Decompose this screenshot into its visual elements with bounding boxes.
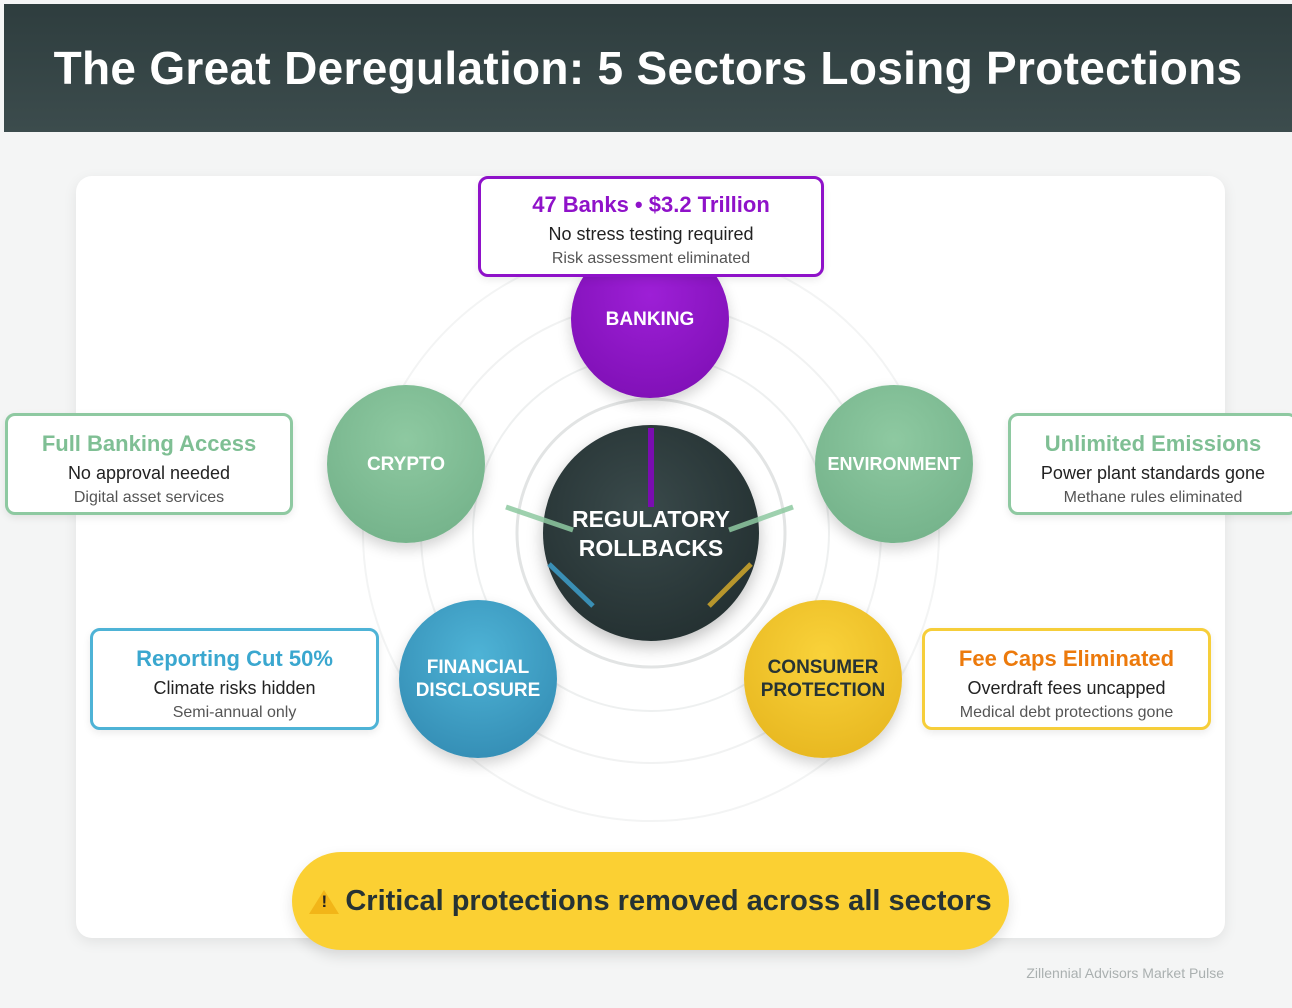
card-financial-line2: Semi-annual only <box>172 704 297 721</box>
sector-financial-label-line1: FINANCIAL <box>426 657 530 678</box>
card-banking: 47 Banks • $3.2 Trillion No stress testi… <box>478 176 824 277</box>
sector-financial-label-line2: DISCLOSURE <box>415 680 541 701</box>
hub-label-line1: REGULATORY <box>571 506 731 532</box>
card-crypto: Full Banking Access No approval needed D… <box>5 413 293 515</box>
hub-label: REGULATORY ROLLBACKS <box>543 505 759 563</box>
sector-crypto: CRYPTO <box>327 385 485 543</box>
card-consumer-protection: Fee Caps Eliminated Overdraft fees uncap… <box>922 628 1211 730</box>
page-title: The Great Deregulation: 5 Sectors Losing… <box>53 42 1243 94</box>
card-consumer-title: Fee Caps Eliminated <box>958 646 1175 671</box>
card-banking-line2: Risk assessment eliminated <box>551 250 751 267</box>
alert-message: Critical protections removed across all … <box>345 884 992 917</box>
sector-consumer-protection: CONSUMER PROTECTION <box>744 600 902 758</box>
card-environment-line2: Methane rules eliminated <box>1063 489 1243 506</box>
warning-icon: ! <box>309 888 340 914</box>
card-crypto-line2: Digital asset services <box>73 489 225 506</box>
card-environment-line1: Power plant standards gone <box>1040 463 1266 483</box>
hub-ring <box>515 397 787 669</box>
hub-label-line2: ROLLBACKS <box>578 535 724 561</box>
card-environment: Unlimited Emissions Power plant standard… <box>1008 413 1292 515</box>
sector-consumer-label-line1: CONSUMER <box>767 657 879 678</box>
header-bar: The Great Deregulation: 5 Sectors Losing… <box>4 4 1292 132</box>
card-banking-title: 47 Banks • $3.2 Trillion <box>532 192 770 217</box>
sector-environment-label: ENVIRONMENT <box>827 453 961 474</box>
card-financial-line1: Climate risks hidden <box>153 678 316 698</box>
card-consumer-line1: Overdraft fees uncapped <box>967 678 1166 698</box>
sector-crypto-label: CRYPTO <box>366 453 446 475</box>
card-consumer-line2: Medical debt protections gone <box>959 704 1174 721</box>
sector-consumer-label: CONSUMER PROTECTION <box>761 656 886 702</box>
sector-consumer-label-line2: PROTECTION <box>760 680 886 701</box>
sector-financial-label: FINANCIAL DISCLOSURE <box>416 656 541 702</box>
card-banking-line1: No stress testing required <box>548 224 754 244</box>
card-environment-title: Unlimited Emissions <box>1044 431 1262 456</box>
card-financial-disclosure: Reporting Cut 50% Climate risks hidden S… <box>90 628 379 730</box>
sector-environment: ENVIRONMENT <box>815 385 973 543</box>
alert-banner: ! Critical protections removed across al… <box>292 852 1009 950</box>
footer-credit: Zillennial Advisors Market Pulse <box>1026 965 1224 981</box>
sector-financial-disclosure: FINANCIAL DISCLOSURE <box>399 600 557 758</box>
card-crypto-title: Full Banking Access <box>41 431 257 456</box>
sector-banking-label: BANKING <box>605 308 695 330</box>
card-crypto-line1: No approval needed <box>67 463 231 483</box>
card-financial-title: Reporting Cut 50% <box>136 646 333 671</box>
